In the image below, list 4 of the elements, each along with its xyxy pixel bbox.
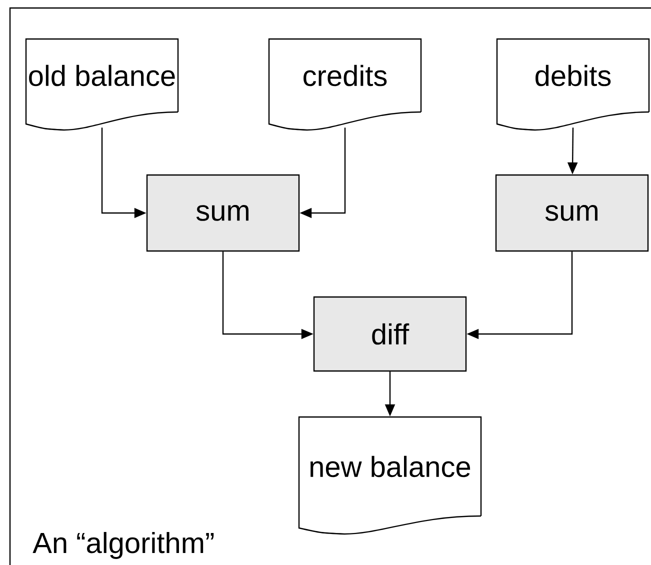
process-box: diff [313,296,467,372]
process-box: sum [495,174,649,252]
process-box: sum [146,174,300,252]
caption: An “algorithm” [32,532,214,559]
